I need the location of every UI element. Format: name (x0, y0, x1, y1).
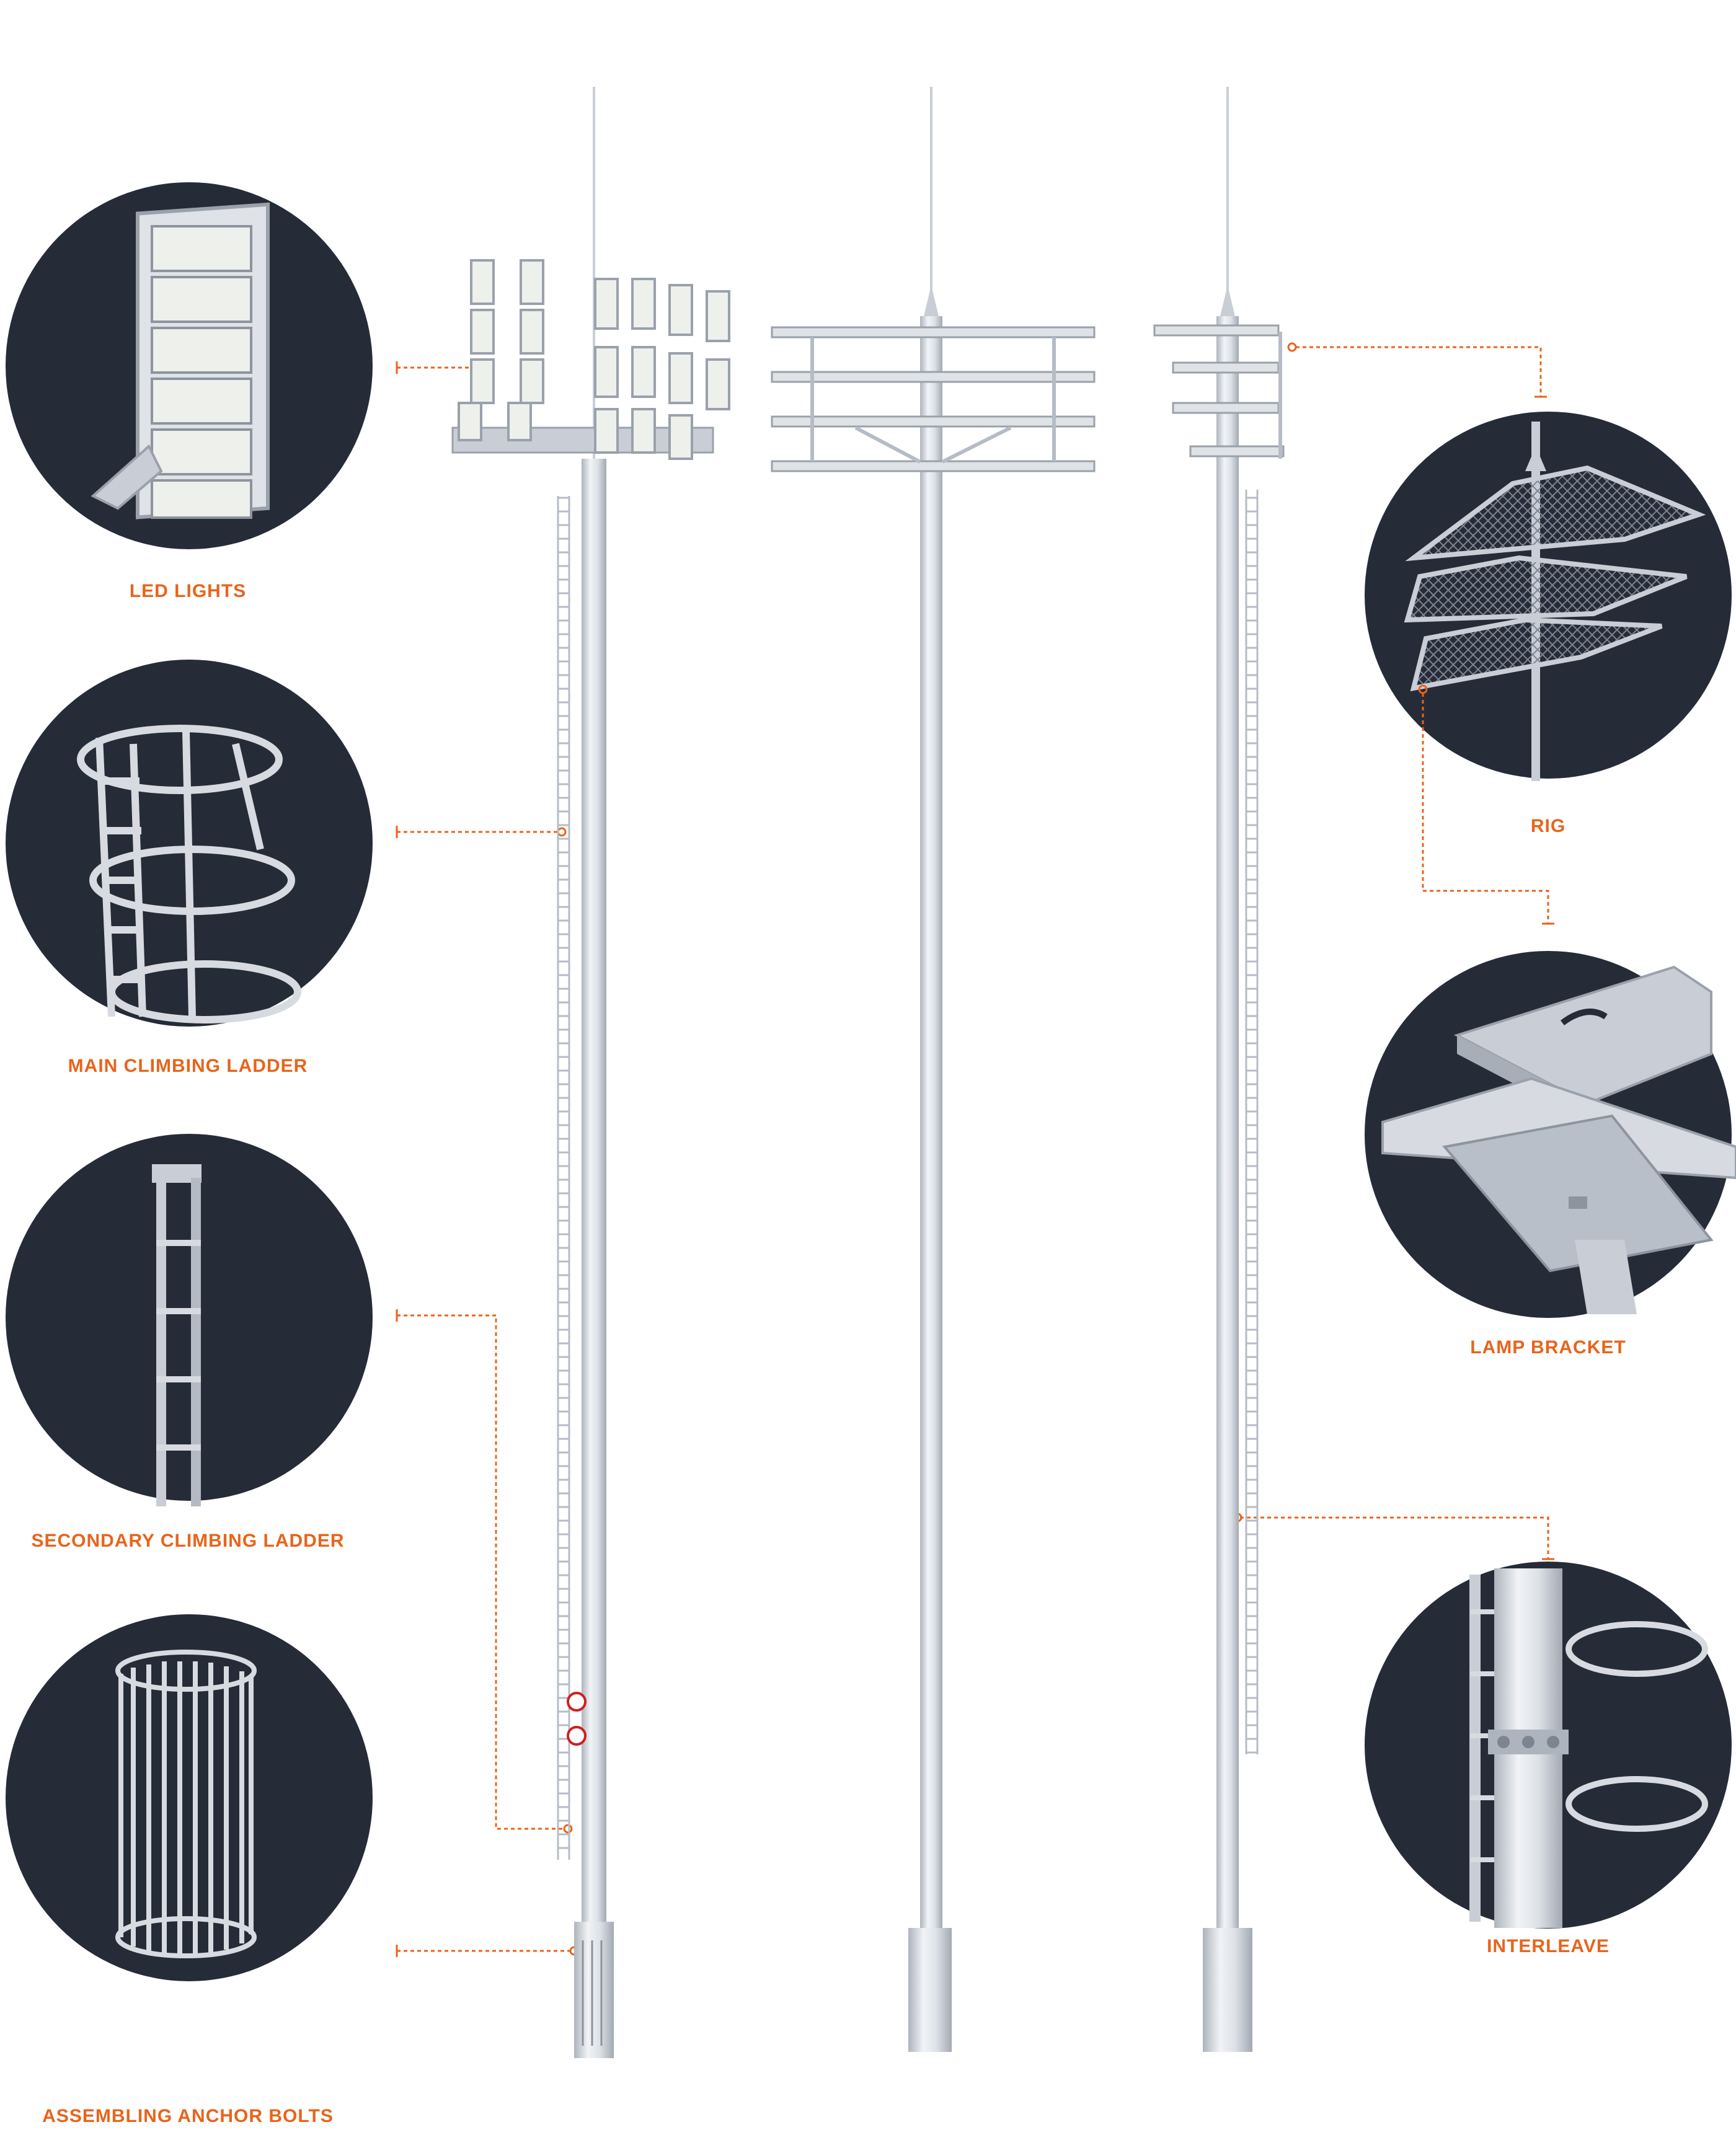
label-assembling-anchor-bolts: ASSEMBLING ANCHOR BOLTS (42, 2106, 334, 2126)
label-secondary-climbing-ladder: SECONDARY CLIMBING LADDER (31, 1531, 345, 1551)
label-interleave: INTERLEAVE (1487, 1936, 1610, 1956)
mast-rig-profile (1153, 87, 1285, 2052)
mast-floodlights (451, 87, 730, 2058)
flange-joint-icon (1469, 1568, 1708, 1928)
cage-ladder-icon (77, 725, 301, 1023)
label-led-lights: LED LIGHTS (129, 581, 247, 601)
led-floodlight-icon (91, 202, 270, 519)
connector-lines (397, 346, 1549, 1952)
label-rig: RIG (1530, 816, 1566, 836)
led-lights-detail (6, 182, 373, 549)
rig-frame-icon (1404, 422, 1706, 781)
rail-ladder-icon (152, 1164, 202, 1506)
label-lamp-bracket: LAMP BRACKET (1470, 1337, 1626, 1358)
rig-detail (1365, 412, 1732, 781)
main-ladder-detail (6, 660, 373, 1027)
anchor-cage-icon (115, 1650, 257, 1958)
mast-bare-rig (771, 87, 1096, 2052)
secondary-ladder-detail (6, 1134, 373, 1506)
anchor-bolts-detail (6, 1614, 373, 1981)
bracket-icon (1381, 965, 1736, 1314)
lamp-bracket-detail (1365, 951, 1736, 1318)
label-main-climbing-ladder: MAIN CLIMBING LADDER (68, 1056, 308, 1076)
interleave-detail (1365, 1562, 1732, 1929)
